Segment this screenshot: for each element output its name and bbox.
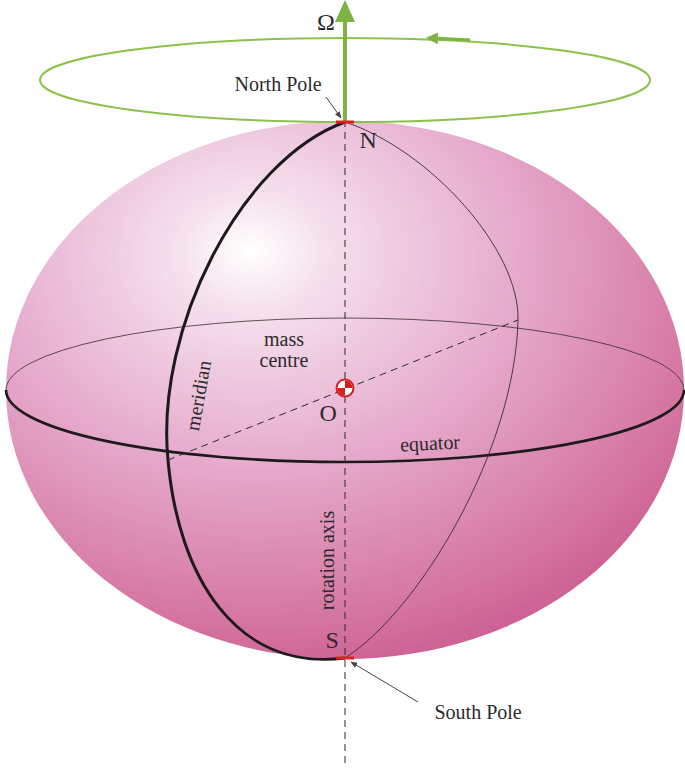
- leader-line: [351, 662, 418, 702]
- meridian-front: [167, 122, 345, 659]
- pole-letter: S: [326, 628, 339, 653]
- centre-letter: O: [320, 401, 337, 426]
- leader-line: [326, 97, 341, 118]
- equator-label: equator: [399, 431, 460, 455]
- axis-label: rotation axis: [317, 510, 338, 609]
- meridian-back: [345, 122, 518, 658]
- centre-label: mass centre: [249, 329, 319, 371]
- pole-letter: N: [360, 128, 377, 153]
- omega-symbol: Ω: [317, 10, 335, 35]
- pole-label: North Pole: [235, 74, 322, 95]
- rotation-arrow: [432, 38, 470, 40]
- angular-velocity-vector: [343, 18, 347, 122]
- pole-label: South Pole: [435, 702, 522, 723]
- south-pole-marker: [336, 657, 354, 660]
- angular-velocity-arrowhead: [335, 0, 355, 22]
- mass-centre-symbol: [337, 380, 354, 397]
- equatorial-diameter: [168, 320, 518, 460]
- rotation-axis-line: [345, 120, 346, 768]
- north-pole-marker: [336, 121, 354, 124]
